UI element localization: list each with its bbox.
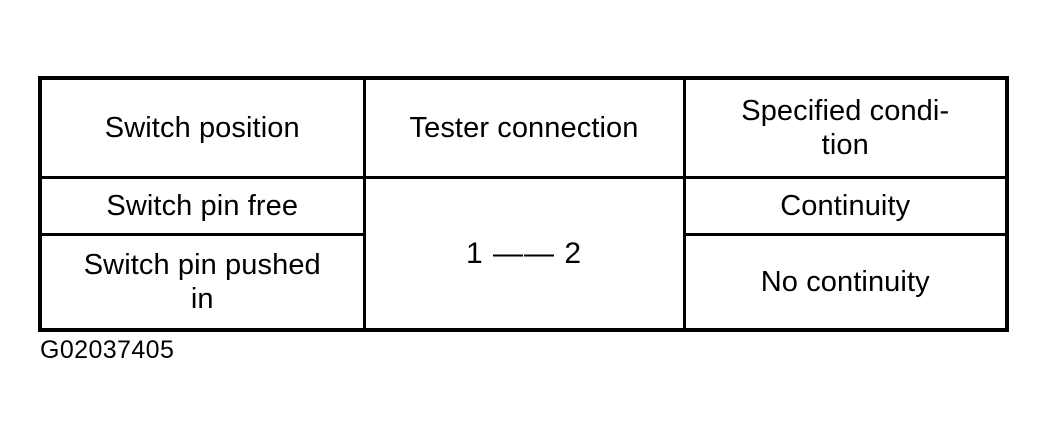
- header-cell-switch-position: Switch position: [38, 76, 366, 179]
- table-header-row: Switch position Tester connection Specif…: [38, 76, 1009, 179]
- header-cell-specified-condition: Specified condi- tion: [682, 76, 1009, 179]
- header-label-tester-connection: Tester connection: [409, 111, 639, 144]
- header-cell-tester-connection: Tester connection: [362, 76, 686, 179]
- cell-specified-condition-continuity: Continuity: [682, 176, 1009, 236]
- value-tester-connection-pins: 1 —— 2: [465, 236, 583, 270]
- cell-specified-condition-no-continuity: No continuity: [682, 233, 1009, 332]
- header-label-switch-position: Switch position: [104, 111, 300, 144]
- cell-switch-position-pin-free: Switch pin free: [38, 176, 366, 236]
- figure-caption: G02037405: [40, 336, 175, 364]
- value-switch-pin-free: Switch pin free: [106, 189, 299, 222]
- header-label-specified-condition-line1: Specified condi-: [741, 94, 950, 127]
- table-row: Switch pin pushed in No continuity: [38, 233, 1009, 332]
- value-switch-pin-pushed-line1: Switch pin pushed: [83, 248, 321, 281]
- cell-switch-position-pin-pushed-in: Switch pin pushed in: [38, 233, 366, 332]
- switch-inspection-table: Switch position Tester connection Specif…: [38, 76, 1009, 332]
- cell-tester-connection-pins: 1 —— 2: [362, 176, 686, 332]
- value-switch-pin-pushed-line2: in: [190, 283, 214, 315]
- value-continuity: Continuity: [780, 189, 911, 222]
- table-row: Switch pin free 1 —— 2 Continuity: [38, 176, 1009, 332]
- header-label-specified-condition-line2: tion: [821, 129, 869, 161]
- value-no-continuity: No continuity: [760, 265, 930, 298]
